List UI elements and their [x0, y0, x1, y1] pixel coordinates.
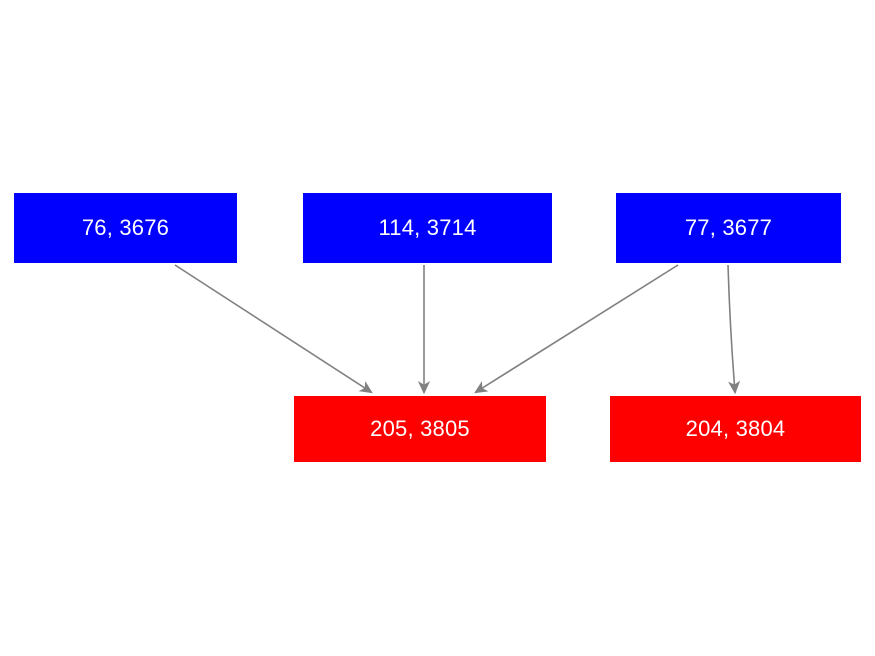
edge-n77-to-n205	[474, 264, 679, 394]
graph-node-114-3714[interactable]: 114, 3714	[303, 193, 552, 263]
graph-node-204-3804[interactable]: 204, 3804	[610, 396, 861, 462]
edge-n76-to-n205	[174, 264, 373, 394]
node-label: 76, 3676	[81, 215, 170, 240]
node-label: 114, 3714	[378, 215, 477, 240]
edge-group	[174, 264, 741, 395]
graph-node-77-3677[interactable]: 77, 3677	[616, 193, 841, 263]
node-label: 77, 3677	[684, 215, 773, 240]
node-label: 204, 3804	[685, 416, 786, 441]
edge-n77-to-n204	[727, 264, 741, 395]
graph-node-205-3805[interactable]: 205, 3805	[294, 396, 546, 462]
node-label: 205, 3805	[370, 416, 470, 441]
graph-node-76-3676[interactable]: 76, 3676	[14, 193, 237, 263]
